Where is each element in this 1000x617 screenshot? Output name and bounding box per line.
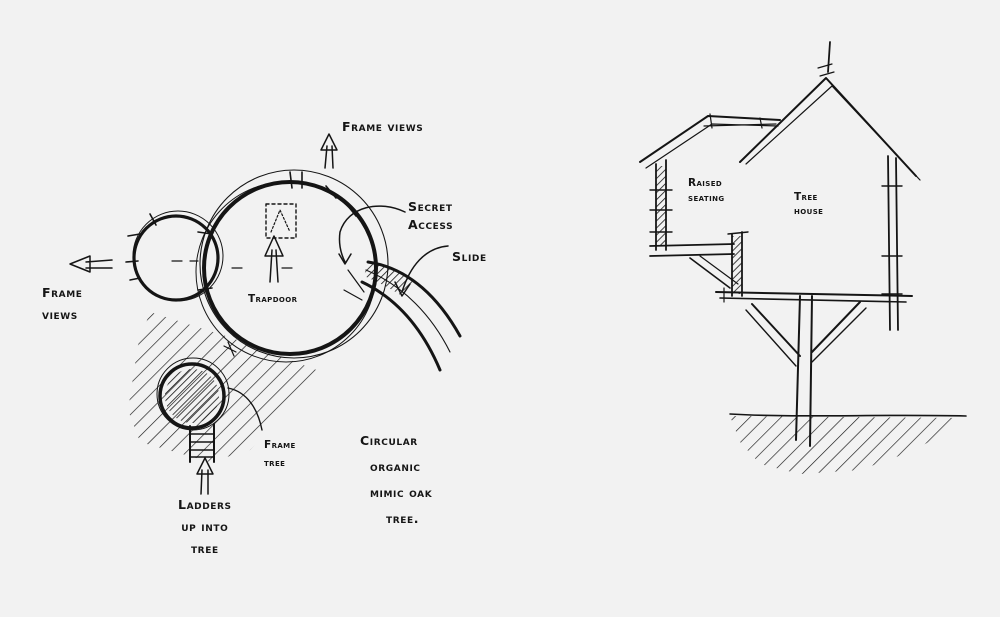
- floor-deck: [715, 287, 913, 303]
- label-concept: Circular organic mimic oak tree.: [360, 428, 432, 532]
- label-secret-access-line1: Secret: [408, 199, 453, 214]
- ladder: [189, 423, 215, 463]
- label-frame-views-top: Frame views: [342, 119, 424, 134]
- frame-views-up-arrow: [320, 133, 338, 169]
- secret-access-leader: [338, 205, 406, 263]
- plan-sketch: [69, 133, 462, 495]
- label-slide: Slide: [452, 249, 487, 264]
- label-ladders-line2: up into: [181, 519, 229, 534]
- right-wall: [881, 155, 903, 331]
- trapdoor-square: [265, 203, 297, 239]
- label-frame-tree-line1: Frame: [264, 439, 296, 451]
- label-raised-seating: Raised seating: [688, 176, 724, 206]
- label-frame-tree: Frame tree: [264, 436, 296, 472]
- roof-left: [639, 115, 781, 163]
- small-platform-circle: [125, 210, 224, 302]
- label-trapdoor: Trapdoor: [248, 293, 298, 305]
- label-raised-seating-line1: Raised: [688, 177, 723, 189]
- frame-tree-leader: [227, 387, 263, 431]
- section-ground: [729, 413, 967, 474]
- label-concept-line2: organic: [370, 459, 421, 474]
- label-frame-views-left: Frame views: [42, 282, 83, 326]
- label-frame-views-left-line2: views: [42, 307, 78, 322]
- label-tree-house-line2: house: [794, 205, 824, 217]
- label-secret-access: Secret Access: [408, 198, 453, 234]
- ladder-arrow: [196, 457, 214, 495]
- section-sketch: [639, 41, 967, 474]
- slide: [343, 245, 462, 372]
- label-raised-seating-line2: seating: [688, 192, 725, 204]
- raised-seating-wall: [649, 159, 735, 257]
- label-ladders-line3: tree: [190, 541, 219, 556]
- label-concept-line1: Circular: [360, 433, 418, 448]
- trapdoor-arrow: [264, 235, 284, 283]
- label-secret-access-line2: Access: [408, 217, 454, 232]
- label-frame-tree-line2: tree: [264, 457, 286, 469]
- label-ladders: Ladders up into tree: [178, 494, 232, 560]
- roof-main: [739, 77, 917, 177]
- main-platform-circle: [195, 169, 389, 363]
- label-concept-line4: tree.: [386, 511, 420, 526]
- tree-trunk: [156, 357, 230, 431]
- raised-step: [727, 231, 749, 297]
- label-tree-house-line1: Tree: [794, 191, 818, 203]
- label-ladders-line1: Ladders: [178, 497, 232, 512]
- label-concept-line3: mimic oak: [370, 485, 433, 500]
- frame-views-left-arrow: [69, 255, 113, 273]
- label-frame-views-left-line1: Frame: [42, 285, 83, 300]
- label-tree-house: Tree house: [794, 190, 823, 218]
